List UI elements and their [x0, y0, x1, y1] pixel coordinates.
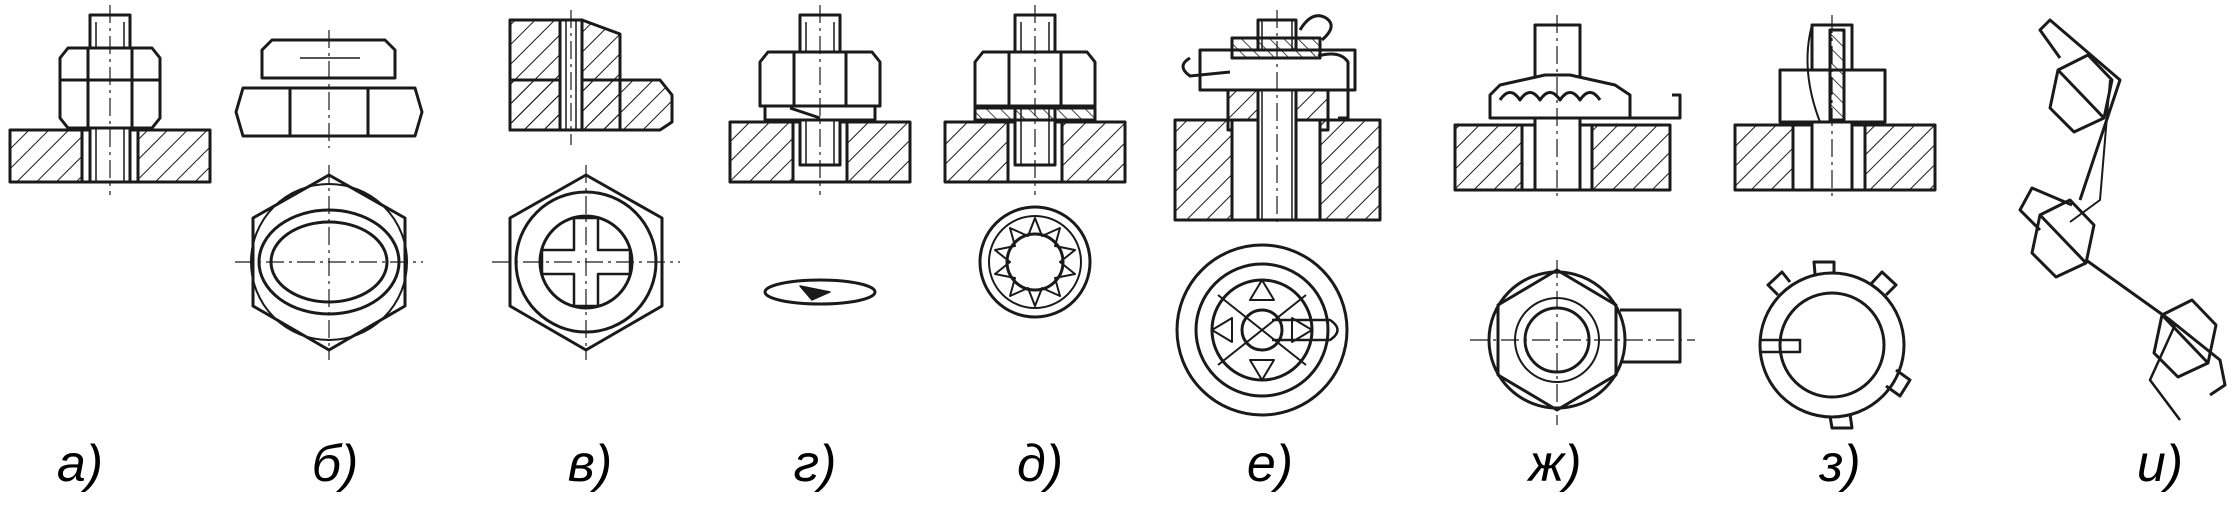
panel-e-drawing — [943, 5, 1127, 319]
panel-d-drawing — [728, 5, 912, 306]
panel-zh-label: ж) — [1528, 435, 1582, 493]
panel-z-drawing — [1733, 15, 1937, 430]
panel-c-drawing — [492, 10, 680, 360]
panel-z-label: з) — [1819, 435, 1861, 493]
panel-i-drawing — [2018, 18, 2227, 421]
panel-e-label: д) — [1016, 435, 1064, 493]
panel-d-label: г) — [793, 435, 837, 493]
panel-zh-drawing — [1453, 15, 1695, 425]
panel-b-label: б) — [311, 435, 359, 493]
panel-b-drawing — [234, 30, 424, 360]
panel-a-drawing — [8, 5, 212, 195]
panel-a-label: а) — [56, 435, 104, 493]
panel-f-drawing — [1173, 10, 1382, 417]
panel-i-label: и) — [2136, 435, 2184, 493]
panel-f-label: е) — [1246, 435, 1294, 493]
panel-c-label: в) — [567, 435, 613, 493]
